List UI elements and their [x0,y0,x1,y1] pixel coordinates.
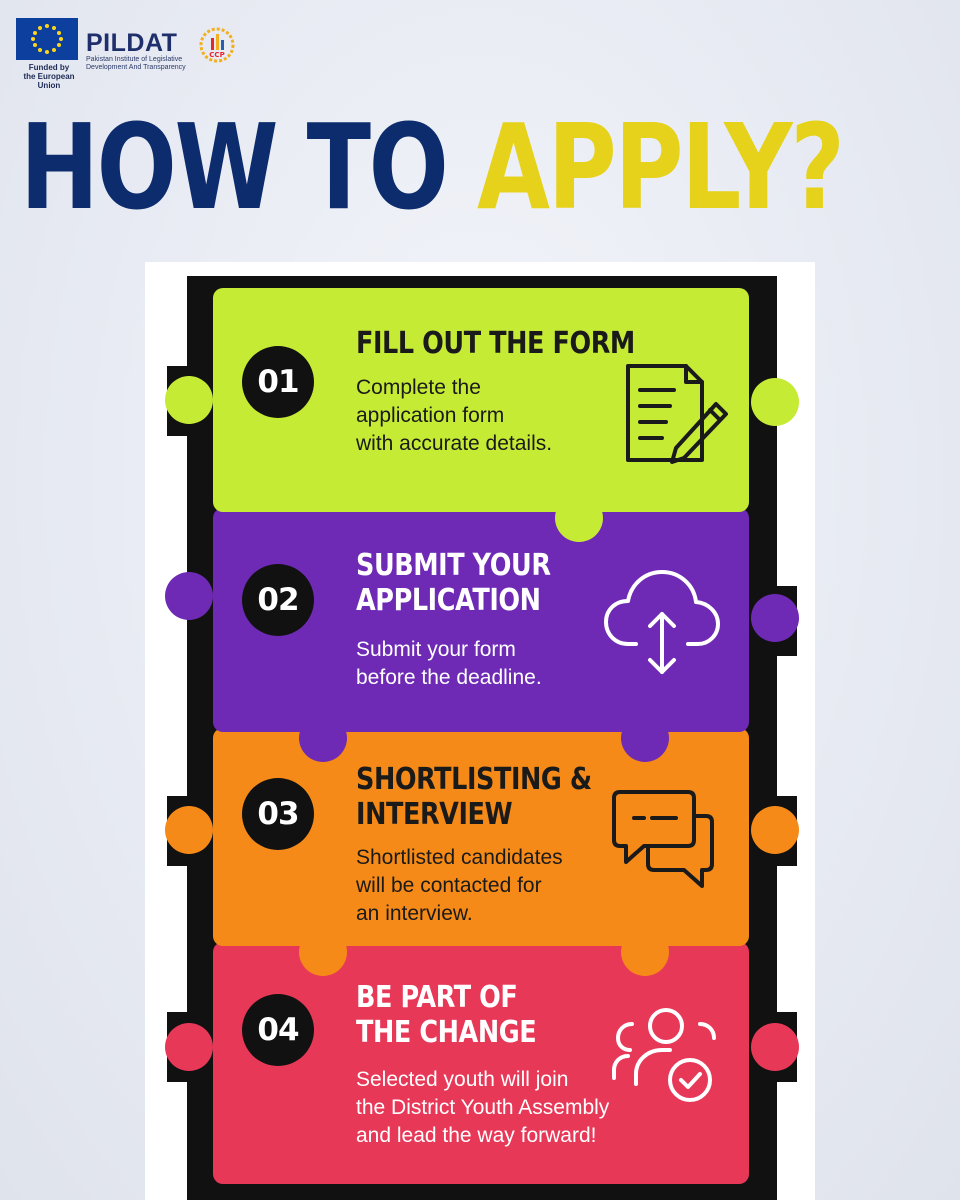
step-title: FILL OUT THE FORM [356,326,635,361]
step-number-badge: 02 [242,564,314,636]
step-description-line: Shortlisted candidates [356,846,563,869]
step-description-line: the District Youth Assembly [356,1096,610,1119]
chat-bubbles-icon [610,786,720,901]
eu-caption-line: the European Union [23,72,75,90]
pildat-logo: PILDAT Pakistan Institute of Legislative… [86,30,196,72]
step-description-line: and lead the way forward! [356,1124,597,1147]
page-title-part1: HOW TO [20,98,477,236]
step-4-piece [165,942,799,1184]
puzzle-infographic [145,262,815,1200]
step-description: Shortlisted candidates will be contacted… [356,844,563,928]
step-description: Complete the application form with accur… [356,374,552,458]
step-description-line: Selected youth will join [356,1068,569,1091]
cloud-upload-icon [602,564,722,685]
step-1: 01 FILL OUT THE FORM Complete the applic… [210,288,750,512]
org-tagline-line: Pakistan Institute of Legislative [86,56,183,63]
step-1-piece [165,288,799,542]
step-title: BE PART OF THE CHANGE [356,980,537,1050]
step-title-line: FILL OUT THE FORM [356,326,635,361]
partner-logo-text: CCP [209,51,224,59]
eu-flag-icon [16,18,78,60]
eu-caption-line: Funded by [28,63,70,72]
step-description: Selected youth will join the District Yo… [356,1066,609,1150]
step-description: Submit your form before the deadline. [356,636,542,692]
users-check-icon [608,1004,724,1115]
org-tagline-line: Development And Transparency [86,64,186,71]
partner-logo: CCP [194,24,240,70]
org-tagline: Pakistan Institute of Legislative Develo… [86,56,196,72]
step-title-line: SUBMIT YOUR [356,548,551,583]
step-number-badge: 03 [242,778,314,850]
step-number-badge: 04 [242,994,314,1066]
form-pencil-icon [622,360,732,475]
step-description-line: before the deadline. [356,666,542,689]
step-title-line: SHORTLISTING & [356,762,592,797]
org-name: PILDAT [86,29,178,57]
page-title: HOW TO APPLY? [20,92,845,242]
step-2: 02 SUBMIT YOUR APPLICATION Submit your f… [210,508,750,732]
step-3-piece [165,728,799,976]
step-title-line: INTERVIEW [356,797,513,832]
step-title-line: BE PART OF [356,980,518,1015]
step-description-line: application form [356,404,505,427]
step-description-line: Complete the [356,376,481,399]
step-title: SUBMIT YOUR APPLICATION [356,548,551,618]
step-description-line: will be contacted for [356,874,542,897]
step-number-badge: 01 [242,346,314,418]
step-title: SHORTLISTING & INTERVIEW [356,762,592,832]
step-description-line: an interview. [356,902,473,925]
step-2-piece [165,508,799,762]
step-4: 04 BE PART OF THE CHANGE Selected youth … [210,944,750,1184]
step-title-line: THE CHANGE [356,1015,537,1050]
eu-caption: Funded by the European Union [16,63,82,90]
step-description-line: with accurate details. [356,432,553,455]
step-3: 03 SHORTLISTING & INTERVIEW Shortlisted … [210,728,750,946]
page-title-part2: APPLY? [476,98,845,236]
step-title-line: APPLICATION [356,583,541,618]
step-description-line: Submit your form [356,638,516,661]
eu-logo: Funded by the European Union [16,18,82,90]
